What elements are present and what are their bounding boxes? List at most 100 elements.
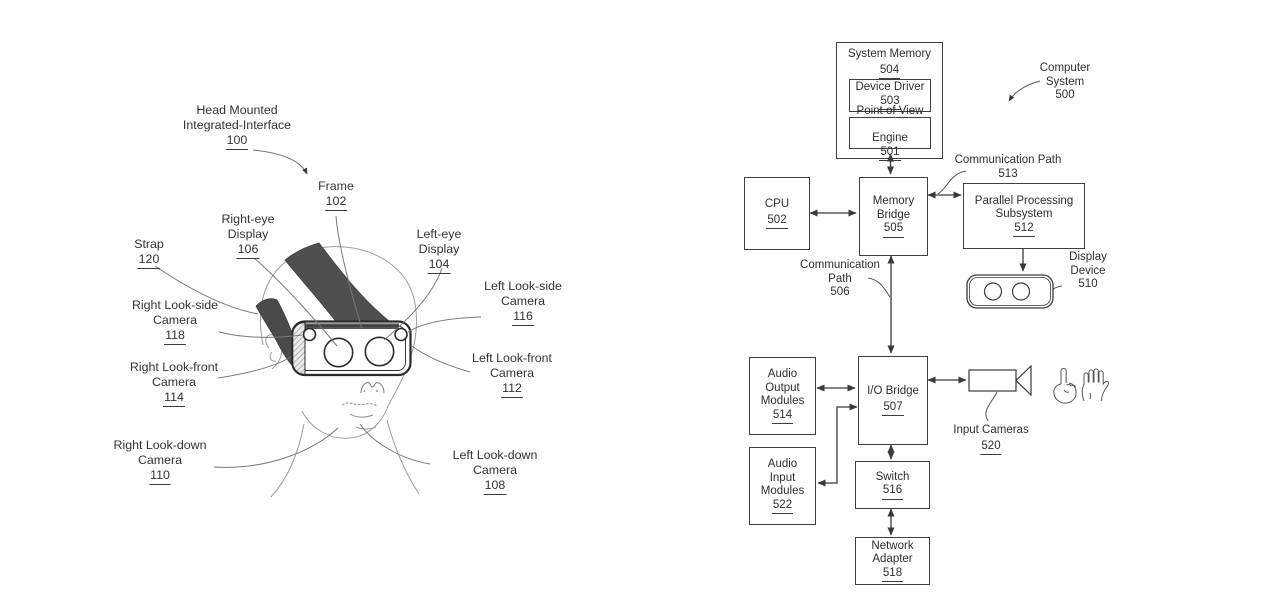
- label-left-look-side-camera: Left Look-side Camera 116: [484, 279, 562, 326]
- box-label: Point of View Engine 501: [857, 105, 923, 161]
- ref-number: 118: [164, 328, 186, 345]
- label-computer-system: Computer System 500: [1040, 62, 1091, 103]
- label-communication-path-506: Communication Path 506: [800, 259, 880, 300]
- label-right-look-side-camera: Right Look-side Camera 118: [132, 298, 218, 345]
- arrow-audioin-iobridge: [817, 403, 858, 487]
- ref-number: 102: [324, 194, 348, 211]
- label-left-look-front-camera: Left Look-front Camera 112: [472, 351, 552, 398]
- label-communication-path-513: Communication Path 513: [955, 154, 1062, 181]
- label-head-mounted-integrated-interface: Head Mounted Integrated-Interface 100: [183, 103, 291, 150]
- leader-118: [218, 331, 303, 338]
- leader-102: [335, 215, 363, 330]
- right-look-side-camera-dot: [302, 327, 317, 342]
- ref-number: 520: [980, 440, 1002, 455]
- hmd-goggles-icon: [291, 320, 412, 377]
- leader-104: [383, 267, 443, 341]
- leader-112: [411, 345, 471, 373]
- label-text: Display Device 510: [1069, 251, 1107, 290]
- box-label: Audio Output Modules: [760, 368, 805, 407]
- box-label: Device Driver: [855, 81, 925, 93]
- leader-106: [253, 257, 338, 347]
- label-text: Communication Path 506: [800, 259, 880, 298]
- label-input-cameras: Input Cameras 520: [953, 424, 1029, 455]
- label-text: Frame: [318, 179, 354, 193]
- box-point-of-view-engine: Point of View Engine 501: [849, 105, 931, 161]
- box-label: Audio Input Modules: [760, 458, 805, 497]
- ref-number: 512: [1013, 222, 1035, 238]
- ref-number: 522: [771, 499, 794, 514]
- label-text: Right Look-down Camera: [113, 438, 207, 467]
- ref-number: 114: [163, 390, 185, 407]
- ref-number: 104: [427, 257, 451, 274]
- leader-520: [985, 391, 998, 422]
- label-left-look-down-camera: Left Look-down Camera 108: [452, 448, 538, 495]
- label-text: Right Look-side Camera: [131, 298, 219, 327]
- hmd-strap: [255, 242, 390, 369]
- label-left-eye-display: Left-eye Display 104: [416, 227, 462, 274]
- ref-number: 507: [882, 401, 904, 416]
- box-cpu: CPU 502: [744, 177, 810, 250]
- head-sketch: [259, 246, 420, 498]
- label-right-look-down-camera: Right Look-down Camera 110: [113, 438, 207, 485]
- label-text: Communication Path 513: [954, 154, 1062, 180]
- label-right-eye-display: Right-eye Display 106: [221, 212, 275, 259]
- ref-number: 108: [483, 478, 507, 495]
- label-right-look-front-camera: Right Look-front Camera 114: [130, 360, 218, 407]
- ref-number: 110: [149, 468, 171, 485]
- video-camera-icon: [968, 364, 1032, 397]
- label-text: Strap: [134, 237, 164, 251]
- box-network-adapter: Network Adapter 518: [855, 537, 930, 585]
- ref-number: 502: [766, 214, 788, 229]
- leader-116: [407, 316, 482, 333]
- open-palm-hand-icon: [1081, 368, 1109, 402]
- leader-computer-system: [1008, 80, 1041, 102]
- leader-100: [252, 149, 308, 175]
- label-text: Right-eye Display: [221, 212, 275, 241]
- box-label: Network Adapter: [871, 539, 914, 566]
- label-text: Right Look-front Camera: [129, 360, 219, 389]
- label-text: Left Look-side Camera: [484, 279, 562, 308]
- ref-number: 501: [879, 146, 901, 161]
- pointing-hand-icon: [1053, 367, 1077, 404]
- stereo-display-icon: [966, 274, 1054, 309]
- ref-number: 106: [236, 242, 260, 259]
- label-text: Left Look-down Camera: [452, 448, 538, 477]
- right-eye-display-lens: [323, 337, 354, 368]
- label-text: Head Mounted Integrated-Interface: [182, 103, 292, 132]
- face-details: [341, 382, 385, 430]
- ref-number: 116: [512, 309, 534, 326]
- box-device-driver: Device Driver 503: [849, 79, 931, 112]
- box-label: Parallel Processing Subsystem: [974, 194, 1074, 221]
- box-memory-bridge: Memory Bridge 505: [859, 177, 928, 256]
- ref-number: 504: [878, 64, 901, 79]
- box-switch: Switch 516: [855, 461, 930, 509]
- leader-114: [217, 356, 292, 379]
- ref-number: 518: [881, 567, 904, 583]
- box-label: Memory Bridge: [872, 195, 915, 221]
- box-parallel-processing-subsystem: Parallel Processing Subsystem 512: [963, 183, 1085, 249]
- box-label: I/O Bridge: [867, 385, 919, 397]
- leader-108: [359, 423, 431, 465]
- box-label: CPU: [764, 198, 790, 210]
- label-text: Left-eye Display: [416, 227, 462, 256]
- left-look-side-camera-dot: [394, 327, 408, 342]
- ref-number: 100: [225, 133, 249, 150]
- left-eye-display-lens: [364, 336, 395, 367]
- ref-number: 503: [879, 95, 901, 110]
- leader-110: [213, 427, 339, 468]
- label-text: Left Look-front Camera: [472, 351, 552, 380]
- label-text: Input Cameras: [953, 424, 1029, 436]
- label-text: Computer System 500: [1039, 62, 1091, 101]
- ref-number: 120: [137, 252, 161, 269]
- label-display-device: Display Device 510: [1069, 251, 1107, 292]
- ref-number: 112: [501, 381, 523, 398]
- box-audio-output-modules: Audio Output Modules 514: [749, 357, 816, 435]
- box-audio-input-modules: Audio Input Modules 522: [749, 447, 816, 525]
- ref-number: 514: [771, 409, 794, 424]
- box-io-bridge: I/O Bridge 507: [858, 356, 928, 445]
- ref-number: 505: [882, 222, 905, 238]
- box-label: System Memory: [847, 48, 932, 60]
- ref-number: 516: [881, 484, 904, 500]
- leader-510: [1049, 285, 1063, 292]
